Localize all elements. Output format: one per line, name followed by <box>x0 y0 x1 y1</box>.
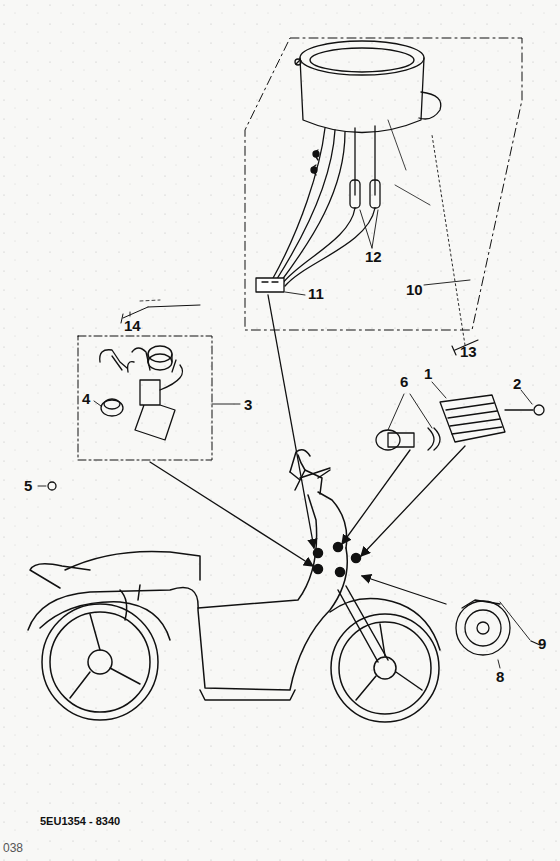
callout-number: 5 <box>24 478 32 493</box>
callout-number: 12 <box>365 249 382 264</box>
callout-number: 9 <box>538 636 546 651</box>
callout-number: 2 <box>513 376 521 391</box>
callout-number: 8 <box>496 669 504 684</box>
callout-number: 3 <box>244 397 252 412</box>
callout-number: 14 <box>124 318 141 333</box>
catalog-code: 5EU1354 - 8340 <box>40 816 120 827</box>
callout-number: 6 <box>400 374 408 389</box>
catalog-code: 038 <box>3 842 23 854</box>
callout-number: 1 <box>424 366 432 381</box>
callout-number: 10 <box>406 282 423 297</box>
callout-number: 4 <box>82 391 90 406</box>
callout-number: 11 <box>308 286 324 301</box>
callout-number: 13 <box>460 344 477 359</box>
